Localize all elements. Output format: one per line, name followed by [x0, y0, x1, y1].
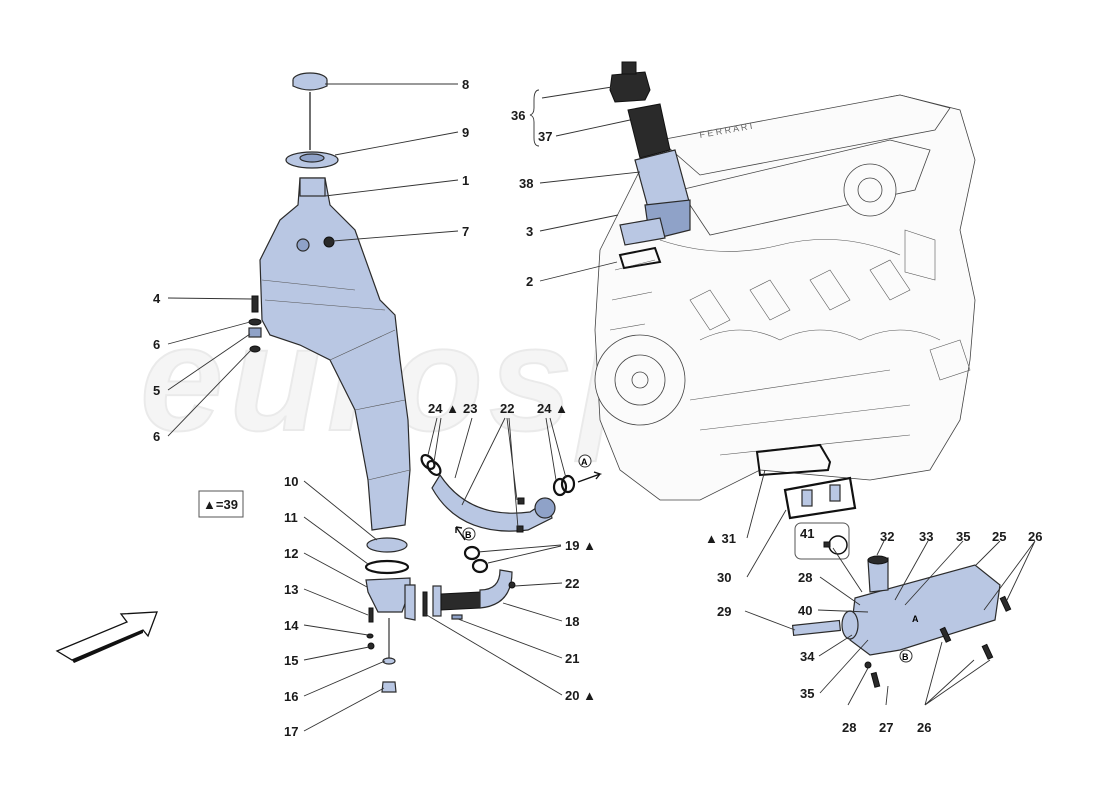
view-direction-arrow-icon	[55, 611, 158, 663]
gasket-30	[783, 476, 857, 520]
callout-20: 20 ▲	[565, 688, 596, 703]
svg-text:B: B	[465, 530, 472, 540]
callout-18: 18	[565, 614, 579, 629]
callout-38: 38	[519, 176, 533, 191]
callout-10: 10	[284, 474, 298, 489]
callout-35a: 35	[956, 529, 970, 544]
callout-30: 30	[717, 570, 731, 585]
legend-box: ▲=39	[198, 490, 244, 518]
callout-labels: 8 9 1 7 4 6 5 6 10 11 12 13 14 15 16 17 …	[153, 77, 1042, 739]
callout-15: 15	[284, 653, 298, 668]
callout-35b: 35	[800, 686, 814, 701]
watermark: eurosp	[140, 294, 676, 462]
callout-41: 41	[800, 526, 814, 541]
callout-11: 11	[284, 510, 298, 525]
sump-parts	[364, 537, 416, 693]
callout-28b: 28	[842, 720, 856, 735]
callout-33: 33	[919, 529, 933, 544]
callout-34: 34	[800, 649, 815, 664]
oil-tank	[248, 72, 411, 531]
svg-text:B: B	[902, 652, 909, 662]
gasket-31	[755, 443, 832, 477]
oil-filter-assembly	[609, 61, 691, 270]
callout-12: 12	[284, 546, 298, 561]
callout-14: 14	[284, 618, 299, 633]
callout-8: 8	[462, 77, 469, 92]
callout-26a: 26	[1028, 529, 1042, 544]
callout-5: 5	[153, 383, 160, 398]
engine-block: F E R R A R I	[594, 94, 976, 501]
ref-a-cooler: A	[912, 614, 919, 624]
leader-lines	[167, 83, 1036, 732]
callout-6a: 6	[153, 337, 160, 352]
ref-b: B	[455, 526, 476, 541]
callout-3: 3	[526, 224, 533, 239]
callout-6b: 6	[153, 429, 160, 444]
callout-4: 4	[153, 291, 161, 306]
svg-text:A: A	[581, 457, 588, 467]
callout-9: 9	[462, 125, 469, 140]
oil-pipe-upper	[420, 453, 576, 533]
svg-text:A: A	[912, 614, 919, 624]
oil-pipe-lower	[422, 545, 516, 620]
callout-25: 25	[992, 529, 1006, 544]
callout-24a: 24 ▲	[428, 401, 459, 416]
callout-17: 17	[284, 724, 298, 739]
callout-32: 32	[880, 529, 894, 544]
callout-27: 27	[879, 720, 893, 735]
callout-26b: 26	[917, 720, 931, 735]
callout-24b: 24 ▲	[537, 401, 568, 416]
callout-13: 13	[284, 582, 298, 597]
callout-29: 29	[717, 604, 731, 619]
clamp-41-detail	[794, 522, 850, 560]
oil-cooler-assembly	[791, 555, 1012, 688]
callout-21: 21	[565, 651, 579, 666]
callout-37: 37	[538, 129, 552, 144]
svg-text:▲=39: ▲=39	[203, 497, 238, 512]
callout-19: 19 ▲	[565, 538, 596, 553]
callout-7: 7	[462, 224, 469, 239]
callout-40: 40	[798, 603, 812, 618]
callout-36: 36	[511, 108, 525, 123]
callout-23: 23	[463, 401, 477, 416]
callout-22a: 22	[500, 401, 514, 416]
callout-2: 2	[526, 274, 533, 289]
ref-b-cooler: B	[899, 649, 913, 663]
callout-1: 1	[462, 173, 469, 188]
callout-16: 16	[284, 689, 298, 704]
callout-28a: 28	[798, 570, 812, 585]
ref-a: A	[577, 454, 603, 483]
callout-22b: 22	[565, 576, 579, 591]
callout-31: ▲ 31	[705, 531, 736, 546]
